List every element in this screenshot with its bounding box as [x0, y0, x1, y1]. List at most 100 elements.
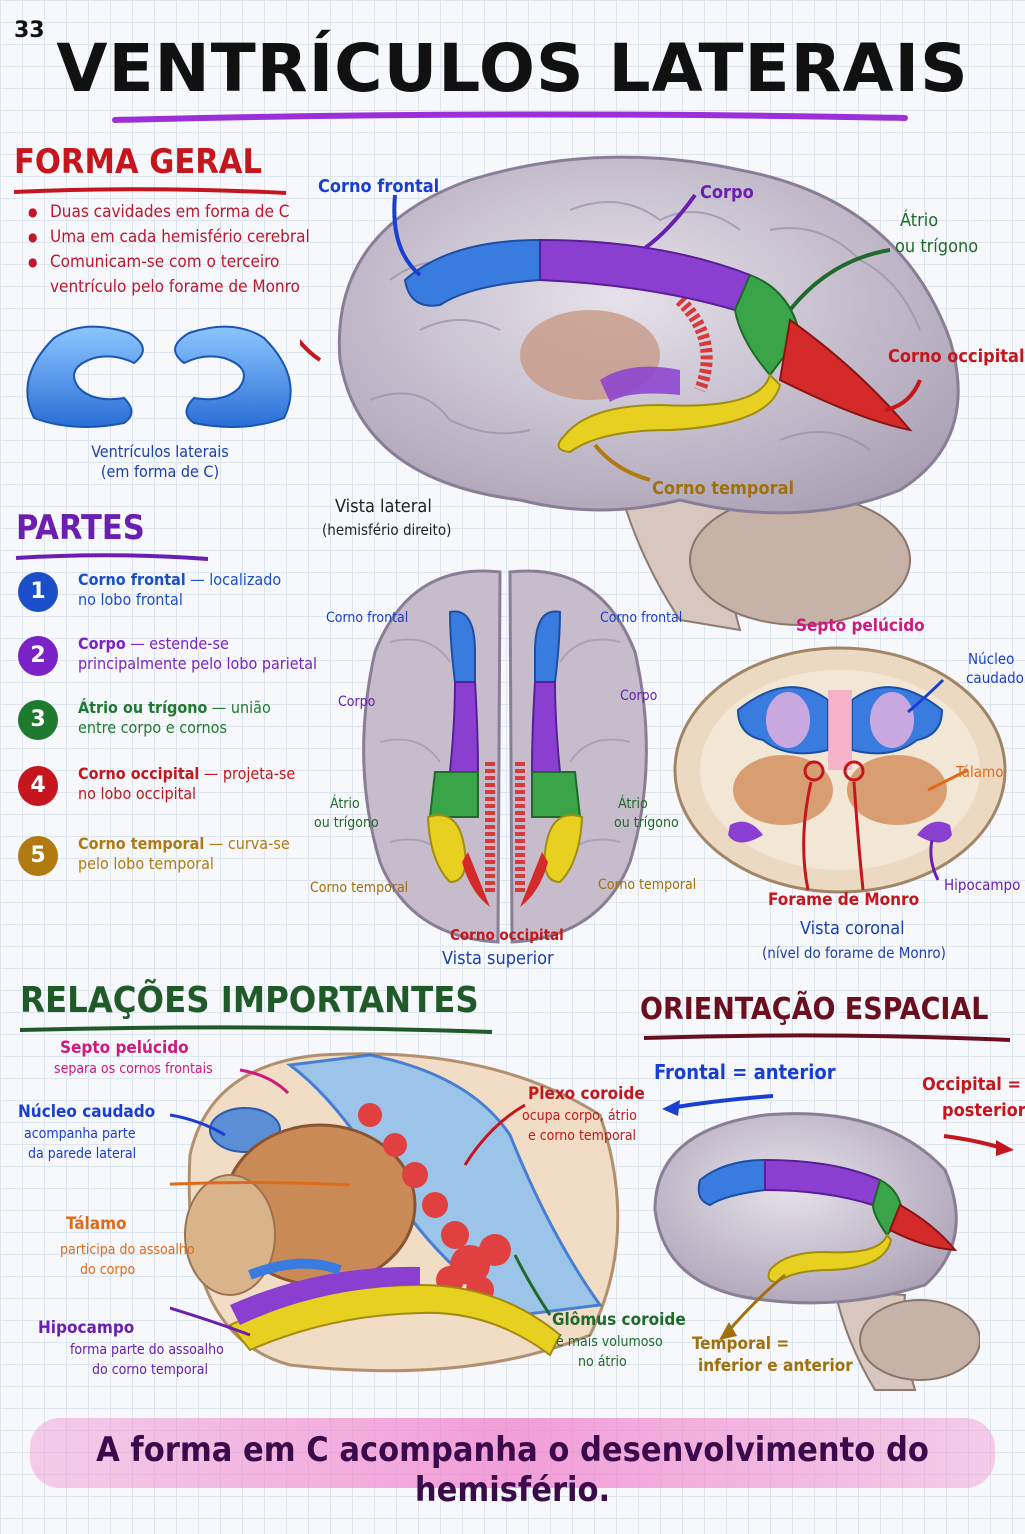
rel-glomus-desc-1: é mais volumoso [556, 1334, 663, 1350]
lateral-label-corno-occipital: Corno occipital [888, 346, 1025, 367]
footer-summary: A forma em C acompanha o desenvolvimento… [96, 1430, 929, 1510]
superior-label-atrio-right-1: Átrio [618, 796, 648, 812]
forma-geral-underline [13, 187, 287, 195]
lateral-label-corno-frontal: Corno frontal [318, 176, 440, 197]
rel-plexo-name: Plexo coroide [528, 1084, 645, 1104]
part-desc: — localizado [185, 570, 282, 589]
bullet-1: Duas cavidades em forma de C [28, 200, 328, 225]
orientacao-heading: ORIENTAÇÃO ESPACIAL [640, 992, 989, 1027]
part-desc: — curva-se [204, 834, 290, 853]
part-desc-2: no lobo occipital [78, 784, 197, 803]
superior-label-temporal-left: Corno temporal [310, 880, 409, 896]
part-desc-2: principalmente pelo lobo parietal [78, 654, 318, 673]
superior-label-frontal-right: Corno frontal [600, 610, 683, 626]
partes-heading: PARTES [16, 508, 145, 548]
partes-underline [15, 553, 209, 561]
superior-label-atrio-right-2: ou trígono [614, 815, 679, 831]
superior-label-temporal-right: Corno temporal [598, 877, 697, 893]
lateral-caption-1: Vista lateral [335, 496, 432, 517]
orientacao-occipital-2: posterior [942, 1100, 1025, 1121]
superior-label-frontal-left: Corno frontal [326, 610, 409, 626]
part-desc-2: entre corpo e cornos [78, 718, 227, 737]
coronal-label-forame: Forame de Monro [768, 890, 920, 910]
part-name: Corno temporal [78, 834, 205, 853]
part-name: Corno occipital [78, 764, 200, 783]
superior-caption: Vista superior [442, 948, 554, 969]
lateral-caption-2: (hemisfério direito) [322, 521, 452, 539]
relacoes-underline [19, 1025, 493, 1034]
posterior-arrow-icon [943, 1134, 1014, 1156]
rel-nucleo-desc-2: da parede lateral [28, 1146, 137, 1162]
relacoes-illustration [170, 1052, 620, 1373]
part-name: Átrio ou trígono [78, 698, 208, 717]
bullet-3: Comunicam-se com o terceiro [28, 250, 328, 275]
rel-talamo-desc-2: do corpo [80, 1262, 136, 1278]
superior-label-corpo-left: Corpo [338, 694, 376, 710]
forma-geral-heading: FORMA GERAL [14, 142, 262, 182]
rel-nucleo-desc-1: acompanha parte [24, 1126, 136, 1142]
rel-plexo-desc-2: e corno temporal [528, 1128, 637, 1144]
part-desc: — união [207, 698, 271, 717]
orientacao-occipital-1: Occipital = [922, 1074, 1022, 1095]
footer-highlight [30, 1418, 995, 1488]
lateral-view-illustration [300, 155, 960, 632]
coronal-label-septo: Septo pelúcido [796, 616, 925, 636]
rel-hipocampo-desc-1: forma parte do assoalho [70, 1342, 224, 1358]
rel-nucleo-name: Núcleo caudado [18, 1102, 156, 1122]
part-desc: — estende-se [125, 634, 229, 653]
title-underline [112, 111, 908, 123]
ventricles-caption-1: Ventrículos laterais [91, 442, 229, 461]
part-name: Corno frontal [78, 570, 186, 589]
part-desc-2: no lobo frontal [78, 590, 183, 609]
part-desc: — projeta-se [199, 764, 296, 783]
rel-talamo-desc-1: participa do assoalho [60, 1242, 195, 1258]
coronal-view-illustration [673, 646, 1007, 894]
orientacao-temporal-2: inferior e anterior [698, 1356, 853, 1376]
main-title: VENTRÍCULOS LATERAIS [56, 30, 969, 107]
part-name: Corpo [78, 634, 126, 653]
part-number-badge: 4 [18, 766, 58, 806]
rel-septo-name: Septo pelúcido [60, 1038, 189, 1058]
ventricles-caption-2: (em forma de C) [100, 462, 220, 481]
c-shaped-ventricles-illustration [26, 325, 292, 428]
bullet-2: Uma em cada hemisfério cerebral [28, 225, 328, 250]
coronal-caption-1: Vista coronal [800, 918, 905, 939]
coronal-label-nucleo-2: caudado [966, 669, 1024, 687]
page-number: 33 [14, 18, 45, 43]
lateral-label-atrio-1: Átrio [900, 210, 939, 231]
part-number-badge: 1 [18, 572, 58, 612]
part-desc-2: pelo lobo temporal [78, 854, 214, 873]
superior-label-atrio-left-2: ou trígono [314, 815, 379, 831]
bullet-3-cont: ventrículo pelo forame de Monro [50, 277, 300, 297]
coronal-label-nucleo-1: Núcleo [968, 650, 1015, 668]
coronal-label-hipocampo: Hipocampo [944, 876, 1021, 894]
rel-hipocampo-name: Hipocampo [38, 1318, 135, 1338]
part-number-badge: 3 [18, 700, 58, 740]
rel-hipocampo-desc-2: do corno temporal [92, 1362, 208, 1378]
lateral-label-corno-temporal: Corno temporal [652, 478, 795, 499]
superior-label-occipital: Corno occipital [450, 926, 564, 944]
rel-glomus-name: Glômus coroide [552, 1310, 686, 1330]
rel-talamo-name: Tálamo [66, 1214, 127, 1234]
part-number-badge: 5 [18, 836, 58, 876]
rel-septo-desc: separa os cornos frontais [54, 1061, 213, 1077]
forma-geral-bullets: Duas cavidades em forma de C Uma em cada… [28, 200, 328, 300]
orientacao-underline [643, 1033, 1011, 1042]
orientacao-frontal: Frontal = anterior [654, 1060, 836, 1084]
anterior-arrow-icon [662, 1094, 774, 1116]
lateral-label-corpo: Corpo [700, 182, 754, 203]
rel-glomus-desc-2: no átrio [578, 1354, 627, 1370]
part-number-badge: 2 [18, 636, 58, 676]
lateral-label-atrio-2: ou trígono [895, 236, 979, 257]
orientacao-temporal-1: Temporal = [692, 1334, 790, 1354]
superior-view-illustration [362, 569, 648, 944]
relacoes-heading: RELAÇÕES IMPORTANTES [20, 980, 479, 1021]
coronal-caption-2: (nível do forame de Monro) [762, 944, 946, 962]
superior-label-corpo-right: Corpo [620, 688, 658, 704]
orientation-brain-illustration [653, 1112, 980, 1391]
